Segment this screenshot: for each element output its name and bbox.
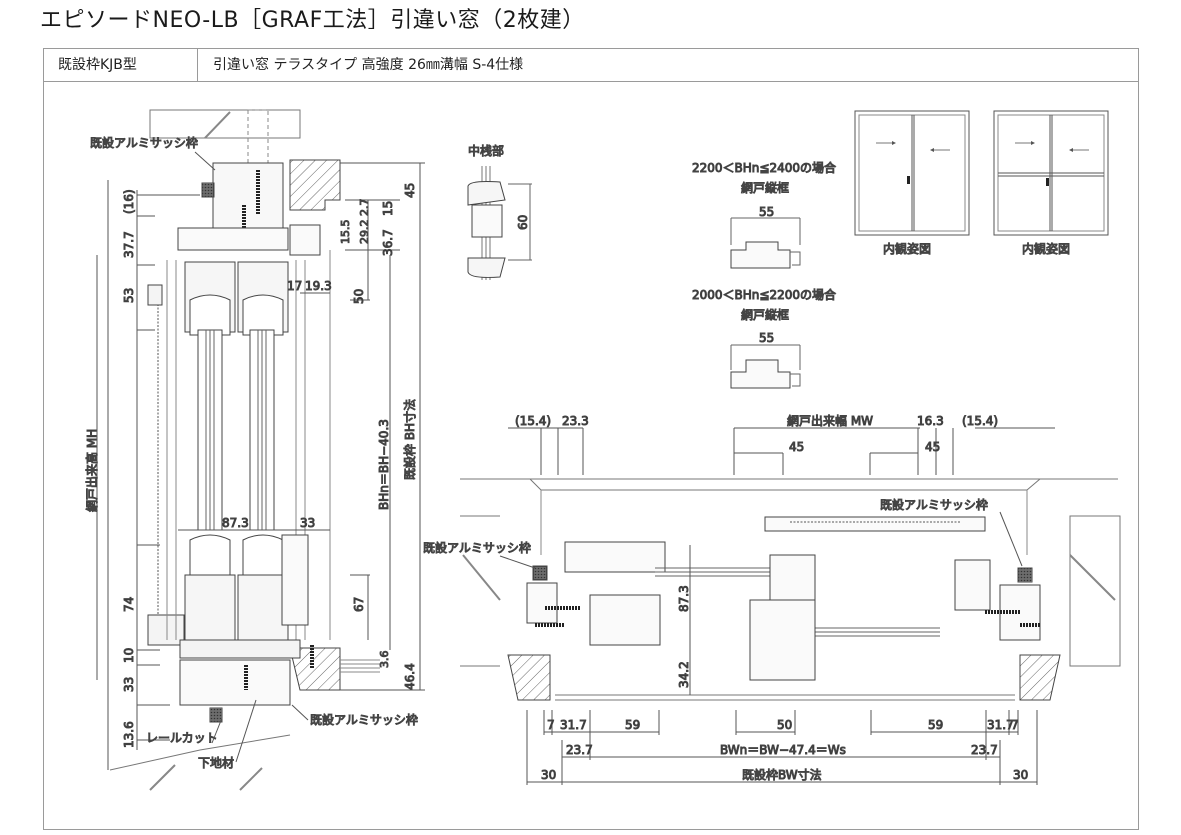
dim-b-31-7-left: 31.7 bbox=[560, 718, 587, 732]
dim-h-19-3: 19.3 bbox=[305, 279, 332, 293]
dim-left-74: 74 bbox=[122, 597, 136, 612]
frame-dim-1: 55 bbox=[759, 205, 774, 219]
condition-1: 2200＜BHn≦2400の場合 bbox=[692, 160, 836, 175]
dim-right-67: 67 bbox=[352, 597, 366, 612]
frame-dim-2: 55 bbox=[759, 331, 774, 345]
existing-sash-label-right: 既設アルミサッシ枠 bbox=[880, 497, 988, 512]
horizontal-section: (15.4) 23.3 45 45 16.3 (15.4) 網戸出来幅 MW bbox=[423, 413, 1121, 785]
sash-left bbox=[184, 261, 236, 646]
dim-v-34-2: 34.2 bbox=[677, 661, 691, 688]
elevation-two-pane-transom: 内観姿図 bbox=[993, 110, 1109, 257]
left-dimension-lines bbox=[96, 180, 200, 770]
page-title: エピソードNEO-LB［GRAF工法］引違い窓（2枚建） bbox=[40, 8, 585, 33]
frame-name-1: 網戸縦框 bbox=[741, 181, 789, 195]
dim-v-87-3: 87.3 bbox=[677, 585, 691, 612]
elevation-label-2: 内観姿図 bbox=[1022, 242, 1070, 256]
existing-sash-label-top: 既設アルミサッシ枠 bbox=[90, 135, 198, 150]
dim-top-15-4-right: (15.4) bbox=[962, 414, 998, 428]
dim-h-17: 17 bbox=[287, 279, 302, 293]
condition-2: 2000＜BHn≦2200の場合 bbox=[692, 287, 836, 302]
dim-right-45: 45 bbox=[403, 183, 417, 198]
base-material-label: 下地材 bbox=[198, 756, 234, 770]
screen-frame-profile-1: 2200＜BHn≦2400の場合 網戸縦框 55 bbox=[692, 160, 837, 269]
sill-frame bbox=[179, 639, 301, 659]
dim-right-50: 50 bbox=[352, 289, 366, 304]
left-jamb bbox=[526, 582, 558, 624]
elevation-label-1: 内観姿図 bbox=[883, 242, 931, 256]
dim-h-33: 33 bbox=[300, 516, 315, 530]
upper-wall bbox=[149, 109, 301, 139]
existing-bw-label: 既設枠BW寸法 bbox=[742, 767, 822, 782]
dim-left-37-7: 37.7 bbox=[122, 231, 136, 258]
dim-b-30-right: 30 bbox=[1013, 768, 1028, 782]
existing-sash-label-left: 既設アルミサッシ枠 bbox=[423, 540, 531, 555]
mullion-label: 中桟部 bbox=[468, 143, 504, 158]
dim-top-45-left: 45 bbox=[789, 440, 804, 454]
dim-right-2-7: 2.7 bbox=[358, 199, 371, 217]
dim-top-15-4-left: (15.4) bbox=[515, 414, 551, 428]
dim-left-53: 53 bbox=[122, 288, 136, 303]
mullion-detail: 中桟部 60 bbox=[467, 143, 532, 280]
existing-bh-label: 既設枠 BH寸法 bbox=[402, 399, 417, 480]
sash-right bbox=[237, 261, 289, 646]
elevation-two-pane: 内観姿図 bbox=[854, 110, 970, 257]
dim-b-59-left: 59 bbox=[625, 718, 640, 732]
rail-cut-label: レールカット bbox=[146, 731, 218, 745]
dim-left-33: 33 bbox=[122, 677, 136, 692]
dim-left-13-6: 13.6 bbox=[122, 721, 136, 748]
dim-b-7-left: 7 bbox=[547, 718, 555, 732]
frame-type-cell: 既設枠KJB型 bbox=[44, 49, 198, 81]
spec-cell: 引違い窓 テラスタイプ 高強度 26㎜溝幅 S-4仕様 bbox=[213, 57, 524, 73]
dim-b-31-7-right: 31.7 bbox=[987, 718, 1014, 732]
screen-frame-profile-2: 2000＜BHn≦2200の場合 網戸縦框 55 bbox=[692, 287, 837, 389]
screen-height-label: 網戸出来高 MH bbox=[84, 429, 99, 512]
head-frame bbox=[212, 162, 284, 229]
dim-right-3-6a: 3.6 bbox=[378, 651, 391, 669]
bwn-formula: BWn＝BW−47.4＝Ws bbox=[720, 743, 846, 757]
vertical-section: (16) 37.7 53 74 10 33 13.6 網戸出来高 MH 45 1… bbox=[84, 109, 425, 791]
dim-top-23-3: 23.3 bbox=[562, 414, 589, 428]
frame-name-2: 網戸縦框 bbox=[741, 308, 789, 322]
dim-b-50: 50 bbox=[777, 718, 792, 732]
bhn-formula: BHn＝BH−40.3 bbox=[377, 419, 391, 510]
dim-b-59-right: 59 bbox=[928, 718, 943, 732]
dim-b-23-7-right: 23.7 bbox=[971, 743, 998, 757]
meeting-stile bbox=[749, 599, 816, 681]
dim-top-45-right: 45 bbox=[925, 440, 940, 454]
spec-header: 既設枠KJB型 引違い窓 テラスタイプ 高強度 26㎜溝幅 S-4仕様 bbox=[44, 49, 1138, 82]
head-hatch bbox=[289, 159, 341, 211]
dim-left-16: (16) bbox=[122, 189, 136, 214]
dim-b-23-7-left: 23.7 bbox=[566, 743, 593, 757]
screen-width-label: 網戸出来幅 MW bbox=[787, 413, 873, 428]
dim-right-29-2: 29.2 bbox=[358, 220, 371, 245]
mullion-dim: 60 bbox=[516, 215, 530, 230]
right-dimension-lines bbox=[178, 162, 425, 691]
dim-right-15: 15 bbox=[381, 201, 395, 216]
dim-h-87-3: 87.3 bbox=[222, 516, 249, 530]
existing-sash-label-bottom: 既設アルミサッシ枠 bbox=[310, 712, 418, 727]
dim-right-46-4: 46.4 bbox=[403, 663, 417, 690]
dim-b-7-right: 7 bbox=[1011, 718, 1019, 732]
dim-right-15-5: 15.5 bbox=[339, 220, 352, 245]
screen-top-frame bbox=[764, 516, 986, 532]
dim-right-36-7: 36.7 bbox=[381, 229, 395, 256]
dim-b-30-left: 30 bbox=[541, 768, 556, 782]
dim-top-16-3: 16.3 bbox=[917, 414, 944, 428]
dim-left-10: 10 bbox=[122, 648, 136, 663]
drawing-sheet: 既設枠KJB型 引違い窓 テラスタイプ 高強度 26㎜溝幅 S-4仕様 bbox=[43, 48, 1139, 830]
